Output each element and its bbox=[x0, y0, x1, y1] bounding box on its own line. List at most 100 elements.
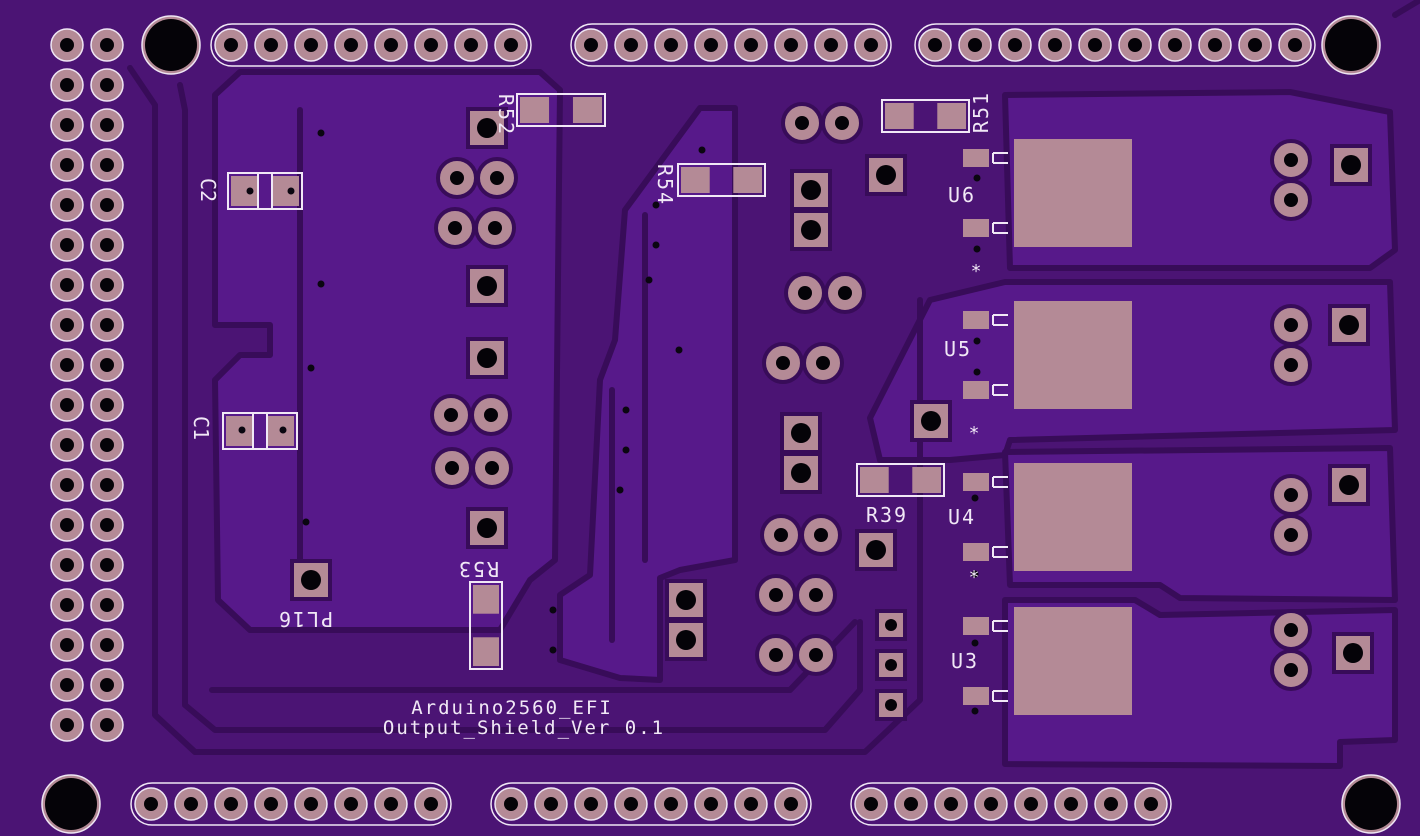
pin-drill bbox=[264, 797, 278, 811]
pad-drill bbox=[1341, 155, 1361, 175]
bottom-header-1 bbox=[130, 782, 452, 826]
via bbox=[973, 174, 981, 182]
pin-drill bbox=[100, 358, 114, 372]
pin-drill bbox=[100, 638, 114, 652]
pin-drill bbox=[100, 158, 114, 172]
vias bbox=[238, 129, 981, 715]
pad-drill bbox=[809, 588, 823, 602]
pin-drill bbox=[60, 38, 74, 52]
smd-pad bbox=[885, 103, 914, 129]
pad-drill bbox=[1284, 153, 1298, 167]
board-title-line2: Output_Shield_Ver 0.1 bbox=[383, 717, 665, 739]
resistor-outline bbox=[881, 99, 970, 133]
via bbox=[287, 187, 295, 195]
pin-drill bbox=[60, 678, 74, 692]
via bbox=[675, 346, 683, 354]
via bbox=[973, 245, 981, 253]
mosfet-lead-pad bbox=[963, 219, 989, 237]
pin-drill bbox=[60, 238, 74, 252]
via bbox=[971, 639, 979, 647]
pin-drill bbox=[100, 118, 114, 132]
pin-drill bbox=[824, 38, 838, 52]
pin-drill bbox=[60, 278, 74, 292]
pin-drill bbox=[100, 318, 114, 332]
pin-drill bbox=[100, 678, 114, 692]
pin-drill bbox=[304, 797, 318, 811]
via bbox=[652, 241, 660, 249]
pad-drill bbox=[477, 518, 497, 538]
pin-drill bbox=[60, 438, 74, 452]
mounting-hole bbox=[1345, 778, 1397, 830]
pin-drill bbox=[504, 38, 518, 52]
resistor-outline bbox=[856, 463, 945, 497]
pin-drill bbox=[384, 797, 398, 811]
label-c2: C2 bbox=[196, 178, 220, 202]
pad-drill bbox=[1339, 315, 1359, 335]
pin-drill bbox=[928, 38, 942, 52]
pad-drill bbox=[1284, 623, 1298, 637]
pad-drill bbox=[774, 528, 788, 542]
pin-drill bbox=[264, 38, 278, 52]
square-pad bbox=[466, 107, 508, 149]
header-outline bbox=[490, 782, 812, 826]
pin-drill bbox=[1104, 797, 1118, 811]
header-outline bbox=[850, 782, 1172, 826]
pin-drill bbox=[624, 38, 638, 52]
top-header-3 bbox=[914, 23, 1316, 67]
mosfet-lead-pad bbox=[963, 381, 989, 399]
pad-drill bbox=[885, 659, 897, 671]
pad-drill bbox=[866, 540, 886, 560]
resistor-outline bbox=[469, 581, 503, 670]
capacitor-outline bbox=[227, 172, 303, 210]
pin-drill bbox=[1168, 38, 1182, 52]
pin-drill bbox=[344, 797, 358, 811]
pin-drill bbox=[744, 38, 758, 52]
via bbox=[973, 368, 981, 376]
mosfet-lead-pad bbox=[963, 149, 989, 167]
pin-drill bbox=[60, 398, 74, 412]
square-pad bbox=[780, 452, 822, 494]
smd-pad bbox=[733, 167, 762, 193]
pad-drill bbox=[1339, 475, 1359, 495]
pad-drill bbox=[769, 588, 783, 602]
pin-drill bbox=[904, 797, 918, 811]
pin-drill bbox=[60, 558, 74, 572]
label-r39: R39 bbox=[866, 503, 908, 527]
pad-drill bbox=[301, 570, 321, 590]
pin-drill bbox=[60, 518, 74, 532]
pin-drill bbox=[100, 718, 114, 732]
pin-drill bbox=[184, 797, 198, 811]
via bbox=[307, 364, 315, 372]
pad-drill bbox=[801, 180, 821, 200]
pin1-marker-u6: * bbox=[971, 261, 982, 282]
pin-drill bbox=[1288, 38, 1302, 52]
smd-pad bbox=[937, 103, 966, 129]
pad-drill bbox=[798, 286, 812, 300]
pad-drill bbox=[1284, 488, 1298, 502]
board-title-line1: Arduino2560_EFI bbox=[411, 697, 613, 719]
pad-drill bbox=[816, 356, 830, 370]
pin-drill bbox=[60, 598, 74, 612]
pin-drill bbox=[60, 718, 74, 732]
pin-drill bbox=[60, 158, 74, 172]
pin-drill bbox=[100, 278, 114, 292]
pin-drill bbox=[224, 797, 238, 811]
smd-pad bbox=[520, 97, 550, 123]
pad-drill bbox=[835, 116, 849, 130]
square-pad bbox=[466, 507, 508, 549]
pad-drill bbox=[445, 461, 459, 475]
pad-drill bbox=[885, 619, 897, 631]
pin-drill bbox=[1128, 38, 1142, 52]
pin-drill bbox=[864, 38, 878, 52]
pin1-marker-u4: * bbox=[969, 567, 980, 588]
pad-drill bbox=[488, 221, 502, 235]
pin-drill bbox=[384, 38, 398, 52]
smd-pad bbox=[473, 585, 499, 614]
pad-drill bbox=[477, 118, 497, 138]
silkscreen-labels: Arduino2560_EFI Output_Shield_Ver 0.1 R3… bbox=[189, 91, 993, 739]
pin-drill bbox=[60, 318, 74, 332]
pad-drill bbox=[776, 356, 790, 370]
pin-drill bbox=[624, 797, 638, 811]
mosfet-lead-pad bbox=[963, 687, 989, 705]
